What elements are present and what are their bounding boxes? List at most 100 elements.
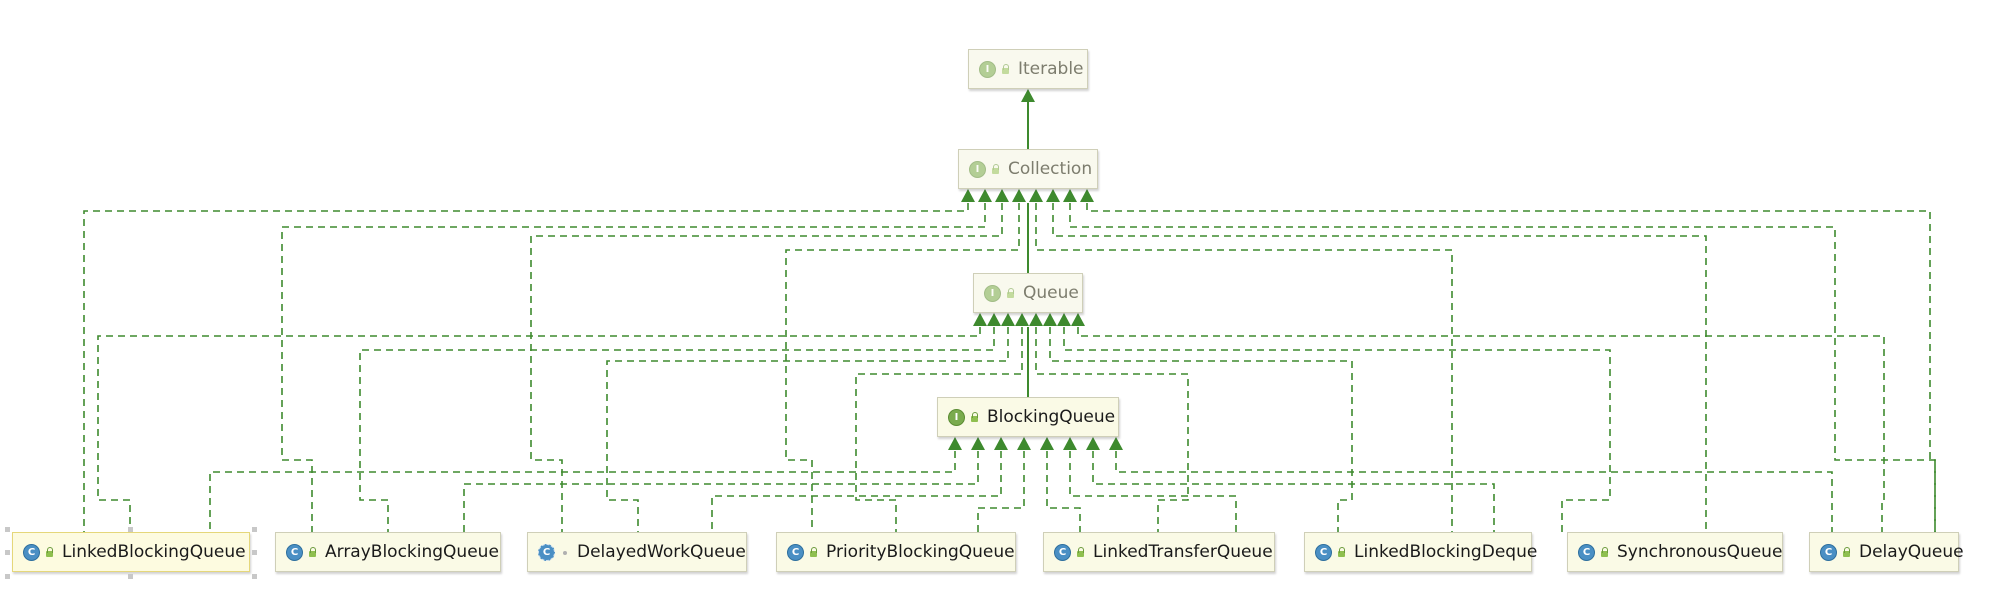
node-label: BlockingQueue xyxy=(987,407,1116,427)
arrowhead-queue xyxy=(973,313,987,326)
selection-handle[interactable] xyxy=(5,550,10,555)
edge-implements-blockingqueue-0 xyxy=(209,451,956,532)
node-label: LinkedBlockingQueue xyxy=(62,542,246,562)
public-access-icon xyxy=(991,163,1002,175)
edge-implements-queue-0 xyxy=(97,327,981,532)
arrowhead-collection xyxy=(961,189,975,202)
edge-implements-blockingqueue-4 xyxy=(1046,451,1081,532)
class-icon: C xyxy=(23,543,40,561)
node-linkedblockingdeque[interactable]: C LinkedBlockingDeque xyxy=(1304,532,1537,572)
public-access-icon xyxy=(970,411,981,423)
selection-handle[interactable] xyxy=(252,527,257,532)
edge-implements-collection-3 xyxy=(785,203,1020,532)
edge-implements-collection-1 xyxy=(281,203,986,532)
node-linkedtransferqueue[interactable]: C LinkedTransferQueue xyxy=(1043,532,1275,572)
node-label: LinkedTransferQueue xyxy=(1093,542,1273,562)
arrowhead-collection xyxy=(1080,189,1094,202)
arrowhead-queue xyxy=(1015,313,1029,326)
node-label: Collection xyxy=(1008,159,1093,179)
arrowhead-blockingqueue xyxy=(1017,437,1031,450)
arrowhead-queue xyxy=(1029,313,1043,326)
edge-implements-blockingqueue-6 xyxy=(1092,451,1495,532)
node-iterable[interactable]: I Iterable xyxy=(968,49,1088,89)
interface-icon: I xyxy=(948,408,965,426)
selection-handle[interactable] xyxy=(5,574,10,579)
arrowhead-queue xyxy=(987,313,1001,326)
edge-implements-collection-7 xyxy=(1086,203,1936,532)
class-icon: C xyxy=(1315,543,1332,561)
selection-handle[interactable] xyxy=(128,527,133,532)
interface-icon: I xyxy=(984,284,1001,302)
selection-handle[interactable] xyxy=(252,550,257,555)
edge-implements-collection-6 xyxy=(1069,203,1936,532)
class-icon: C xyxy=(538,543,555,561)
node-label: LinkedBlockingDeque xyxy=(1354,542,1538,562)
public-access-icon xyxy=(1842,546,1853,558)
edge-implements-queue-3 xyxy=(855,327,1023,532)
node-priorityblockingqueue[interactable]: C PriorityBlockingQueue xyxy=(776,532,1016,572)
arrowhead-collection xyxy=(978,189,992,202)
arrowhead-collection xyxy=(1063,189,1077,202)
class-icon: C xyxy=(1054,543,1071,561)
edge-implements-queue-1 xyxy=(359,327,995,532)
class-icon: C xyxy=(1820,543,1837,561)
public-access-icon xyxy=(1337,546,1348,558)
arrowhead-collection xyxy=(1029,189,1043,202)
edge-implements-collection-4 xyxy=(1035,203,1453,532)
edge-implements-queue-6 xyxy=(1063,327,1611,532)
node-label: Iterable xyxy=(1018,59,1084,79)
arrowhead-blockingqueue xyxy=(1086,437,1100,450)
node-label: Queue xyxy=(1023,283,1079,303)
edge-implements-queue-2 xyxy=(606,327,1009,532)
public-access-icon xyxy=(1006,287,1017,299)
class-icon: C xyxy=(1578,543,1595,561)
node-delayqueue[interactable]: C DelayQueue xyxy=(1809,532,1964,572)
package-access-icon xyxy=(560,547,571,558)
node-collection[interactable]: I Collection xyxy=(958,149,1098,189)
edge-implements-queue-4 xyxy=(1035,327,1189,532)
public-access-icon xyxy=(1076,546,1087,558)
arrowhead-blockingqueue xyxy=(1040,437,1054,450)
edge-implements-queue-7 xyxy=(1077,327,1885,532)
edge-implements-collection-0 xyxy=(83,203,969,532)
arrowhead-collection xyxy=(1012,189,1026,202)
node-arrayblockingqueue[interactable]: C ArrayBlockingQueue xyxy=(275,532,501,572)
node-label: SynchronousQueue xyxy=(1617,542,1783,562)
public-access-icon xyxy=(809,546,820,558)
selection-handle[interactable] xyxy=(252,574,257,579)
arrowhead-iterable xyxy=(1021,89,1035,102)
edge-implements-blockingqueue-3 xyxy=(977,451,1025,532)
arrowhead-queue xyxy=(1057,313,1071,326)
edge-implements-blockingqueue-1 xyxy=(463,451,979,532)
arrowhead-blockingqueue xyxy=(1063,437,1077,450)
arrowhead-queue xyxy=(1043,313,1057,326)
arrowhead-queue xyxy=(1071,313,1085,326)
node-linkedblockingqueue[interactable]: C LinkedBlockingQueue xyxy=(12,532,250,572)
node-synchronousqueue[interactable]: C SynchronousQueue xyxy=(1567,532,1783,572)
selection-handle[interactable] xyxy=(5,527,10,532)
node-queue[interactable]: I Queue xyxy=(973,273,1083,313)
interface-icon: I xyxy=(979,60,996,78)
arrowhead-collection xyxy=(995,189,1009,202)
arrowhead-blockingqueue xyxy=(1109,437,1123,450)
node-label: PriorityBlockingQueue xyxy=(826,542,1015,562)
node-label: DelayQueue xyxy=(1859,542,1964,562)
selection-handle[interactable] xyxy=(128,574,133,579)
public-access-icon xyxy=(45,546,56,558)
edge-implements-collection-5 xyxy=(1052,203,1707,532)
node-delayedworkqueue[interactable]: C DelayedWorkQueue xyxy=(527,532,747,572)
interface-icon: I xyxy=(969,160,986,178)
edge-implements-blockingqueue-7 xyxy=(1115,451,1833,532)
public-access-icon xyxy=(308,546,319,558)
class-icon: C xyxy=(787,543,804,561)
arrowhead-blockingqueue xyxy=(994,437,1008,450)
edge-implements-blockingqueue-5 xyxy=(1069,451,1237,532)
public-access-icon xyxy=(1001,63,1012,75)
arrowhead-collection xyxy=(1046,189,1060,202)
edge-implements-blockingqueue-2 xyxy=(711,451,1002,532)
edge-implements-queue-5 xyxy=(1049,327,1353,532)
arrowhead-blockingqueue xyxy=(971,437,985,450)
node-blockingqueue[interactable]: I BlockingQueue xyxy=(937,397,1119,437)
node-label: ArrayBlockingQueue xyxy=(325,542,499,562)
